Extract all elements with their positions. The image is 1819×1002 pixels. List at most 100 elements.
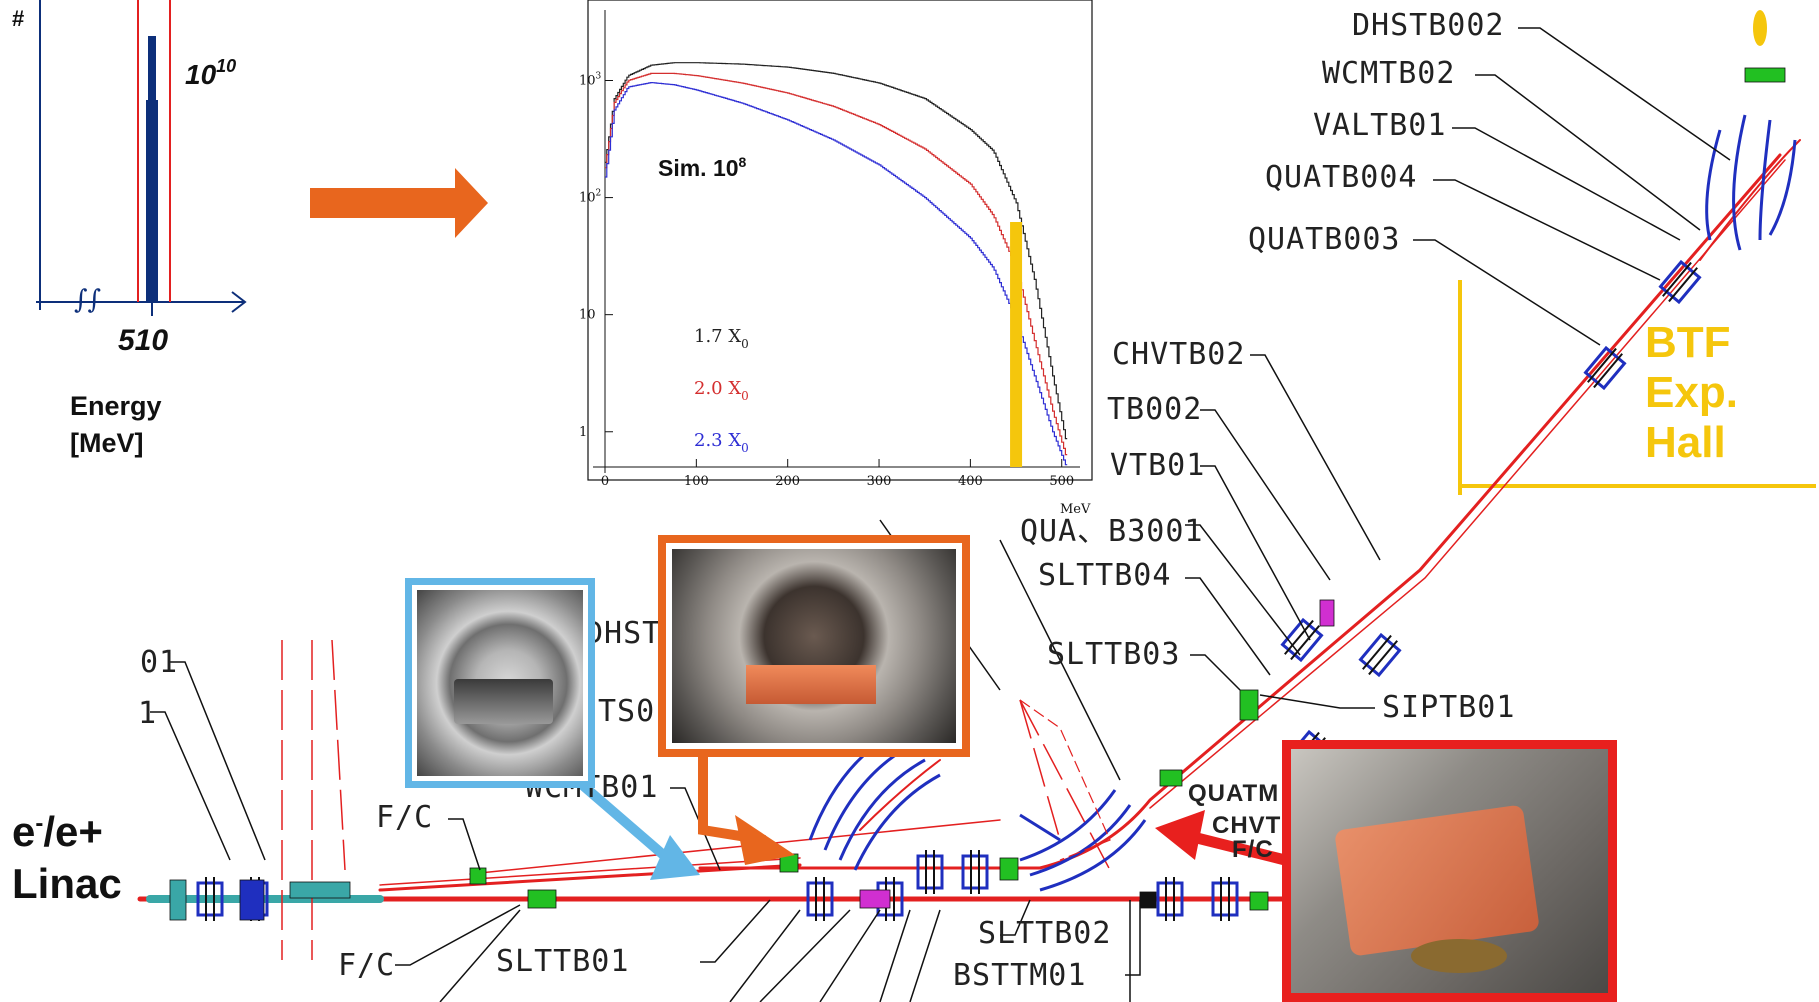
quadrupole-magnet	[806, 877, 834, 921]
label-slttb04: SLTTB04	[1038, 558, 1172, 593]
simulation-annotation: Sim. 108	[658, 154, 747, 181]
collimator-photo-image	[417, 590, 583, 776]
hall-label-line2: Exp.	[1645, 368, 1738, 417]
photo-collimator-blue	[405, 578, 595, 788]
peak-energy-label: 510	[118, 324, 168, 357]
x-tick-label: 100	[684, 474, 709, 489]
count-value: 1010	[185, 56, 236, 90]
y-tick-label: 103	[579, 71, 602, 88]
y-tick-label: 102	[579, 189, 601, 206]
label-bsttm01: BSTTM01	[953, 958, 1087, 993]
energy-axis-arrowhead	[231, 291, 247, 313]
series-line-1	[605, 62, 1068, 440]
x-tick-label: 200	[775, 474, 800, 489]
label-slttb03: SLTTB03	[1047, 637, 1181, 672]
quadrupole-magnet	[1358, 632, 1402, 678]
label-fc-lower: F/C	[338, 948, 396, 983]
dipole-photo-image	[1291, 749, 1608, 993]
label-quatm: QUATM	[1188, 780, 1280, 807]
beamline-device	[1249, 891, 1269, 911]
label-wcmtb02: WCMTB02	[1322, 56, 1456, 91]
label-slttb01: SLTTB01	[496, 944, 630, 979]
hall-label-line1: BTF	[1645, 318, 1731, 367]
y-tick-label: 10	[579, 308, 596, 323]
label-fc-upper: F/C	[376, 800, 434, 835]
photo-dipole-red	[1282, 740, 1617, 1002]
quadrupole-magnet	[961, 850, 989, 894]
label-valtb01: VALTB01	[1313, 108, 1447, 143]
beamline-device	[527, 889, 557, 909]
hall-label-line3: Hall	[1645, 418, 1726, 467]
red-pointer	[1183, 829, 1287, 866]
hall-boundary	[1458, 280, 1816, 495]
beamline-device	[1319, 599, 1335, 627]
quadrupole-magnet	[1583, 345, 1627, 391]
orange-pointer-head	[735, 815, 795, 865]
hall-label: BTF Exp. Hall	[1645, 318, 1738, 468]
axis-break-mark: ∫∫	[74, 285, 101, 315]
beamline-device	[1139, 891, 1157, 909]
beamline-device	[289, 881, 351, 899]
quadrupole-magnet	[1280, 617, 1324, 663]
chart-legend: 1.7 X0 2.0 X0 2.3 X0	[694, 326, 749, 455]
label-01: 01	[140, 645, 179, 680]
y-tick-label: 1	[579, 425, 587, 440]
linac-label-line2: Linac	[12, 860, 122, 907]
beamline-device	[1744, 67, 1786, 83]
linac-label-line1: e-/e+	[12, 808, 103, 855]
quadrupole-magnet	[1211, 877, 1239, 921]
beamline-elements	[169, 67, 1786, 921]
photo-target-orange	[658, 535, 970, 757]
series-line-2	[605, 72, 1068, 456]
label-quatb004: QUATB004	[1265, 160, 1418, 195]
spectrum-chart: 0 100 200 300 400 500 1 10 102 103 Sim. 108 1.7 X…	[579, 0, 1093, 517]
beamline-device	[239, 879, 265, 921]
label-tb002: TB002	[1107, 392, 1203, 427]
label-chvt: CHVT	[1212, 812, 1282, 839]
transition-arrow	[310, 168, 488, 238]
x-tick-label: 500	[1049, 474, 1074, 489]
label-vtb01: VTB01	[1110, 448, 1206, 483]
chart-ticks: 0 100 200 300 400 500 1 10 102 103	[579, 10, 1080, 489]
energy-histogram: ∫∫ # 1010 510 Energy [MeV]	[12, 0, 247, 458]
beam-target-spot	[1753, 10, 1767, 46]
beamline-device	[859, 889, 891, 909]
label-1: 1	[138, 696, 158, 731]
beamline-device	[469, 867, 487, 885]
energy-peak-inner	[146, 100, 158, 302]
series-line-3	[605, 82, 1068, 466]
label-siptb01: SIPTB01	[1382, 690, 1516, 725]
blue-pointer-head	[650, 835, 700, 880]
label-slttb02: SLTTB02	[978, 916, 1112, 951]
quadrupole-magnet	[916, 850, 944, 894]
legend-entry: 1.7 X0	[694, 326, 749, 351]
x-tick-label: 300	[867, 474, 892, 489]
x-tick-label: 400	[958, 474, 983, 489]
chart-frame	[587, 0, 1093, 481]
energy-axis-title: Energy [MeV]	[70, 391, 169, 458]
label-quatb003: QUATB003	[1248, 222, 1401, 257]
red-pointer-head	[1155, 810, 1205, 860]
linac-label: e-/e+ Linac	[12, 798, 122, 910]
label-quatb3001: QUA、B3001	[1020, 514, 1204, 549]
quadrupole-magnet	[196, 877, 224, 921]
target-photo-image	[672, 549, 956, 743]
label-dhstb002: DHSTB002	[1352, 8, 1505, 43]
beamline-device	[1239, 689, 1259, 721]
x-tick-label: 0	[601, 474, 609, 489]
dipole-wedge	[1019, 699, 1111, 861]
legend-entry: 2.0 X0	[694, 378, 749, 403]
quadrupole-magnet	[1156, 877, 1184, 921]
beamline-device	[169, 879, 187, 921]
label-fc-right: F/C	[1232, 836, 1274, 863]
x-axis-unit: MeV	[1060, 502, 1091, 517]
beamline-device	[1159, 769, 1183, 787]
energy-cut-marker	[1010, 222, 1023, 467]
label-chvtb02: CHVTB02	[1112, 337, 1246, 372]
chart-series	[605, 62, 1068, 466]
legend-entry: 2.3 X0	[694, 430, 749, 455]
beamline-device	[999, 857, 1019, 881]
quadrupole-magnet	[1658, 259, 1702, 305]
count-symbol: #	[12, 6, 24, 31]
